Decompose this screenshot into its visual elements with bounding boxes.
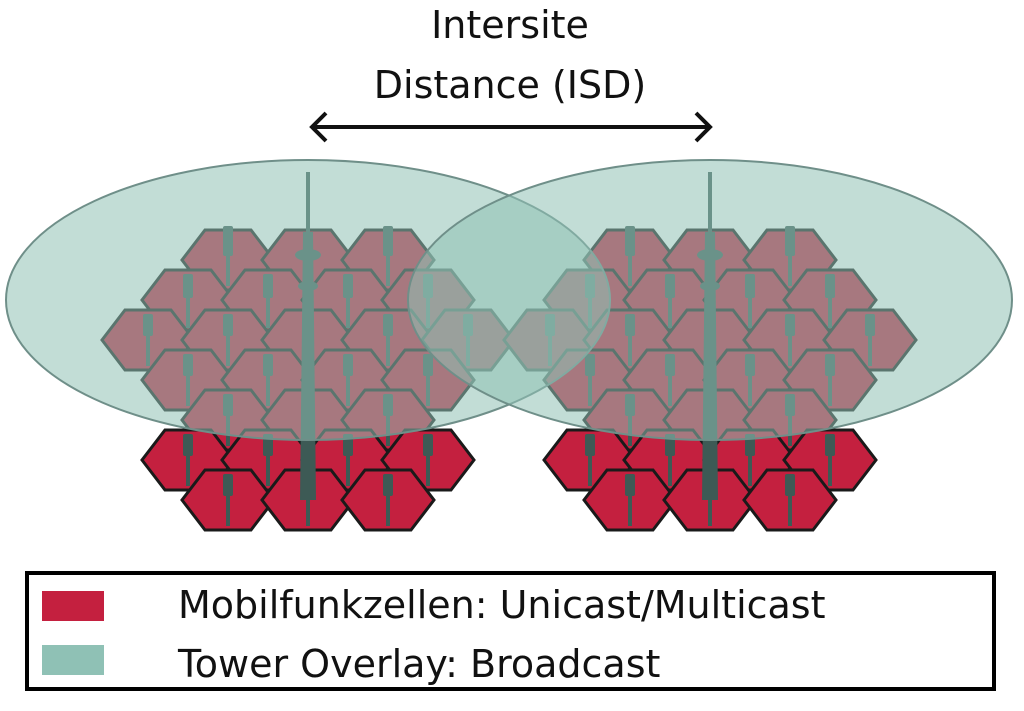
isd-arrow: [309, 111, 713, 143]
small-cell-antenna: [423, 434, 433, 486]
legend-swatch-overlay: [42, 645, 104, 675]
title-line-2: Distance (ISD): [374, 63, 646, 107]
tower-overlay-right: [407, 159, 1013, 441]
small-cell-antenna: [183, 434, 193, 486]
small-cell-antenna: [383, 474, 393, 526]
legend: Mobilfunkzellen: Unicast/Multicast Tower…: [25, 571, 996, 691]
small-cell-antenna: [585, 434, 595, 486]
small-cell-antenna: [785, 474, 795, 526]
isd-arrow-head-right: [694, 111, 713, 143]
small-cell-antenna: [223, 474, 233, 526]
legend-label-cells: Mobilfunkzellen: Unicast/Multicast: [178, 583, 826, 627]
small-cell-antenna: [825, 434, 835, 486]
legend-label-overlay: Tower Overlay: Broadcast: [177, 642, 660, 686]
small-cell-antenna: [625, 474, 635, 526]
title-line-1: Intersite: [431, 3, 589, 47]
isd-arrow-head-left: [309, 111, 328, 143]
legend-swatch-cells: [42, 591, 104, 621]
legend-frame: [25, 571, 996, 691]
